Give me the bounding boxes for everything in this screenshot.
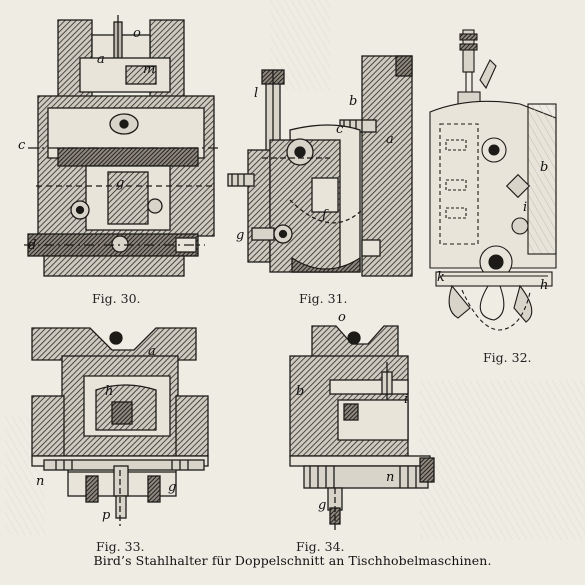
f30-letter-g: g <box>116 176 125 191</box>
f30-letter-d: d <box>28 238 37 253</box>
f31-letter-f: f <box>322 208 327 223</box>
f34-letter-o: o <box>338 310 346 325</box>
f33-letter-p: p <box>102 508 111 523</box>
f33-letter-h: h <box>105 384 114 399</box>
figure-30-label: Fig. 30. <box>92 291 141 306</box>
figure-34-label: Fig. 34. <box>296 539 345 554</box>
bleed-through <box>5 0 585 540</box>
f33-letter-n: n <box>36 474 45 489</box>
f34-letter-b: b <box>296 384 305 399</box>
f30-letter-a: a <box>97 52 105 67</box>
figure-33-drawing <box>31 327 209 526</box>
f32-letter-i: i <box>523 200 528 215</box>
plate-caption: Bird’s Stahlhalter für Doppelschnitt an … <box>93 553 492 568</box>
figure-31-drawing <box>227 55 413 277</box>
f32-letter-h: h <box>540 278 549 293</box>
f31-letter-c: c <box>336 122 344 137</box>
f32-letter-b: b <box>540 160 549 175</box>
f34-letter-g: g <box>318 498 327 513</box>
f34-letter-n: n <box>386 470 395 485</box>
figure-31-label: Fig. 31. <box>299 291 348 306</box>
f32-letter-k: k <box>437 270 445 285</box>
f30-letter-o: o <box>133 26 141 41</box>
figure-32-drawing <box>429 29 557 331</box>
f31-letter-g: g <box>236 228 245 243</box>
f30-letter-m: m <box>143 62 156 77</box>
f31-letter-b: b <box>349 94 358 109</box>
figure-34-drawing <box>289 325 435 530</box>
figure-30-drawing <box>24 15 220 277</box>
f33-letter-g: g <box>168 480 177 495</box>
figure-33-label: Fig. 33. <box>96 539 145 554</box>
f30-letter-c: c <box>18 138 26 153</box>
figure-32-label: Fig. 32. <box>483 350 532 365</box>
f31-letter-a: a <box>386 132 394 147</box>
f34-letter-i: i <box>404 392 409 407</box>
f31-letter-l: l <box>254 86 259 101</box>
f33-letter-a: a <box>148 344 156 359</box>
